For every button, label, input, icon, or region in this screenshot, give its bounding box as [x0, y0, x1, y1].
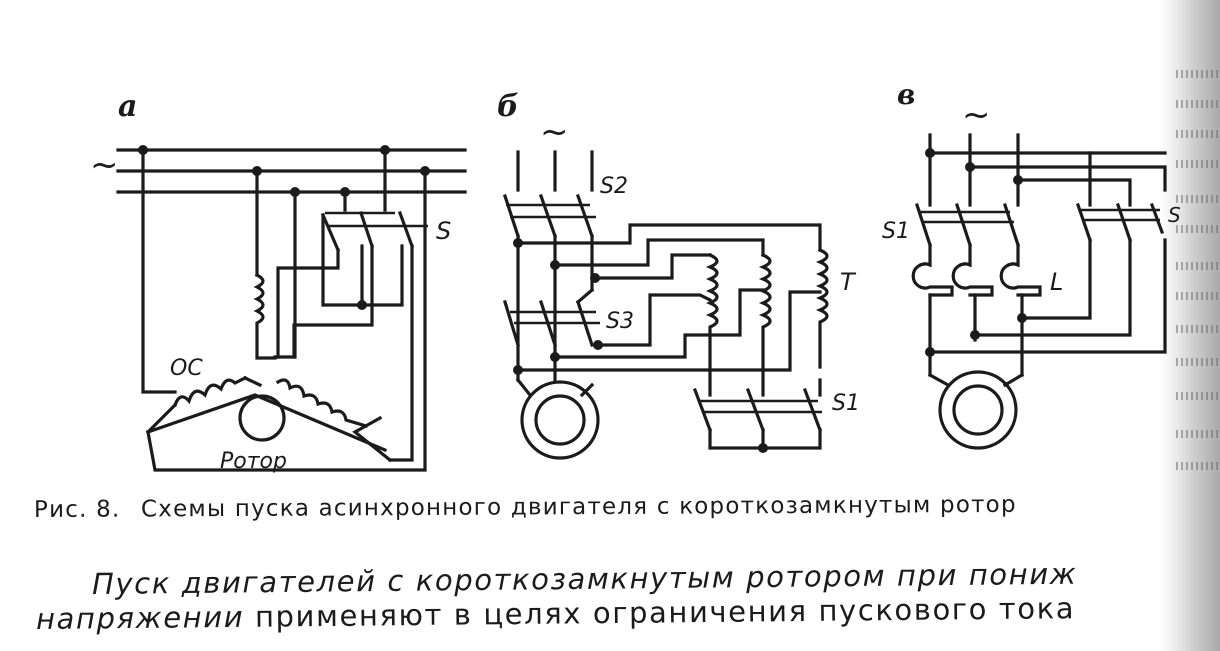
switch-blade [575, 193, 595, 239]
paragraph-emphasis: напряжении [35, 599, 245, 636]
wire [596, 293, 713, 347]
caption-text: Схемы пуска асинхронного двигателя с кор… [140, 491, 1017, 523]
rotor-label: Ротор [220, 449, 287, 474]
switch-blade [1149, 202, 1165, 235]
switch-label: S1 [882, 219, 910, 244]
ac-symbol: ~ [540, 112, 569, 152]
autotransformer-coil [758, 252, 772, 369]
caption-prefix: Рис. [33, 496, 88, 523]
edge-text-fragment [1176, 325, 1220, 333]
panel-a-star-delta: а ~ S ОС [90, 89, 467, 474]
switch-blade [1115, 202, 1133, 243]
junction-node [758, 443, 768, 453]
wire [1020, 238, 1092, 320]
wire [242, 375, 263, 388]
wire [575, 287, 595, 305]
wire [1016, 178, 1132, 207]
wire [146, 169, 427, 472]
transformer-label: T [840, 268, 857, 296]
switch-label: S2 [600, 174, 628, 199]
reactor-coil [999, 243, 1042, 297]
switch-blade [802, 387, 823, 433]
switch-blade [397, 210, 415, 249]
wire [276, 248, 340, 359]
reactor-coil [951, 243, 994, 297]
wire [553, 238, 765, 267]
switch-blade [538, 299, 558, 348]
switch-blade [1002, 202, 1021, 248]
edge-text-fragment [1176, 262, 1220, 270]
wire [968, 165, 1167, 192]
switch-blade [502, 193, 521, 239]
switch-blade [575, 299, 595, 348]
edge-text-fragment [1176, 130, 1220, 138]
edge-text-fragment [1176, 100, 1220, 108]
ac-symbol: ~ [90, 145, 119, 185]
edge-text-fragment [1176, 358, 1220, 366]
wire [516, 290, 822, 372]
switch-label: S1 [832, 391, 860, 416]
panel-b-autotransformer: б ~ S2 T S3 [497, 89, 860, 460]
edge-text-fragment [1176, 225, 1220, 233]
switch-blade [320, 212, 341, 253]
wire [516, 223, 822, 252]
figure-caption: Рис. 8. Схемы пуска асинхронного двигате… [34, 492, 1017, 523]
wire [515, 377, 533, 398]
switch-blade [692, 387, 713, 433]
wire [553, 288, 765, 359]
edge-text-fragment [1176, 392, 1220, 400]
wire [292, 244, 374, 359]
winding-label: ОС [170, 356, 203, 381]
wire [145, 402, 178, 435]
ac-symbol: ~ [962, 95, 991, 135]
wire [352, 415, 393, 463]
wire [593, 253, 712, 280]
autotransformer-coil [815, 247, 829, 369]
panel-v-reactor: в ~ S1 L [882, 78, 1181, 450]
motor-housing [938, 370, 1018, 450]
reactor-coil [911, 243, 954, 297]
wire [1002, 372, 1025, 388]
switch-blade [914, 202, 933, 248]
switch-label: S [1168, 203, 1181, 227]
wire [141, 148, 177, 394]
reactor-label: L [1050, 268, 1063, 296]
winding-coil [253, 272, 277, 360]
edge-text-fragment [1176, 195, 1220, 203]
stator-outline [145, 393, 388, 453]
rotor-circle [238, 394, 286, 442]
motor-housing [520, 380, 600, 460]
autotransformer-coil [705, 252, 719, 369]
wire [973, 238, 1132, 337]
winding-coil [275, 378, 368, 428]
motor-rotor [534, 394, 586, 446]
switch-blade [1075, 202, 1093, 243]
edge-text-fragment [1176, 160, 1220, 168]
switch-label: S [436, 217, 451, 245]
switch-blade [954, 202, 973, 248]
winding-coil [172, 375, 248, 408]
switch-blade [503, 300, 520, 347]
switch-label: S3 [606, 309, 634, 334]
wire [388, 244, 414, 462]
wire [927, 372, 951, 388]
motor-rotor [952, 384, 1004, 436]
panel-letter: а [118, 89, 137, 124]
panel-letter: в [897, 78, 915, 111]
edge-text-fragment [1176, 292, 1220, 300]
edge-text-fragment [1176, 462, 1220, 470]
wire [928, 238, 1167, 354]
caption-number: 8. [96, 496, 121, 523]
edge-text-fragment [1176, 430, 1220, 438]
panel-letter: б [497, 89, 519, 124]
switch-blade [745, 387, 766, 433]
wire [579, 382, 595, 398]
switch-blade [358, 210, 375, 249]
edge-text-fragment [1176, 70, 1220, 78]
switch-blade [538, 193, 558, 239]
